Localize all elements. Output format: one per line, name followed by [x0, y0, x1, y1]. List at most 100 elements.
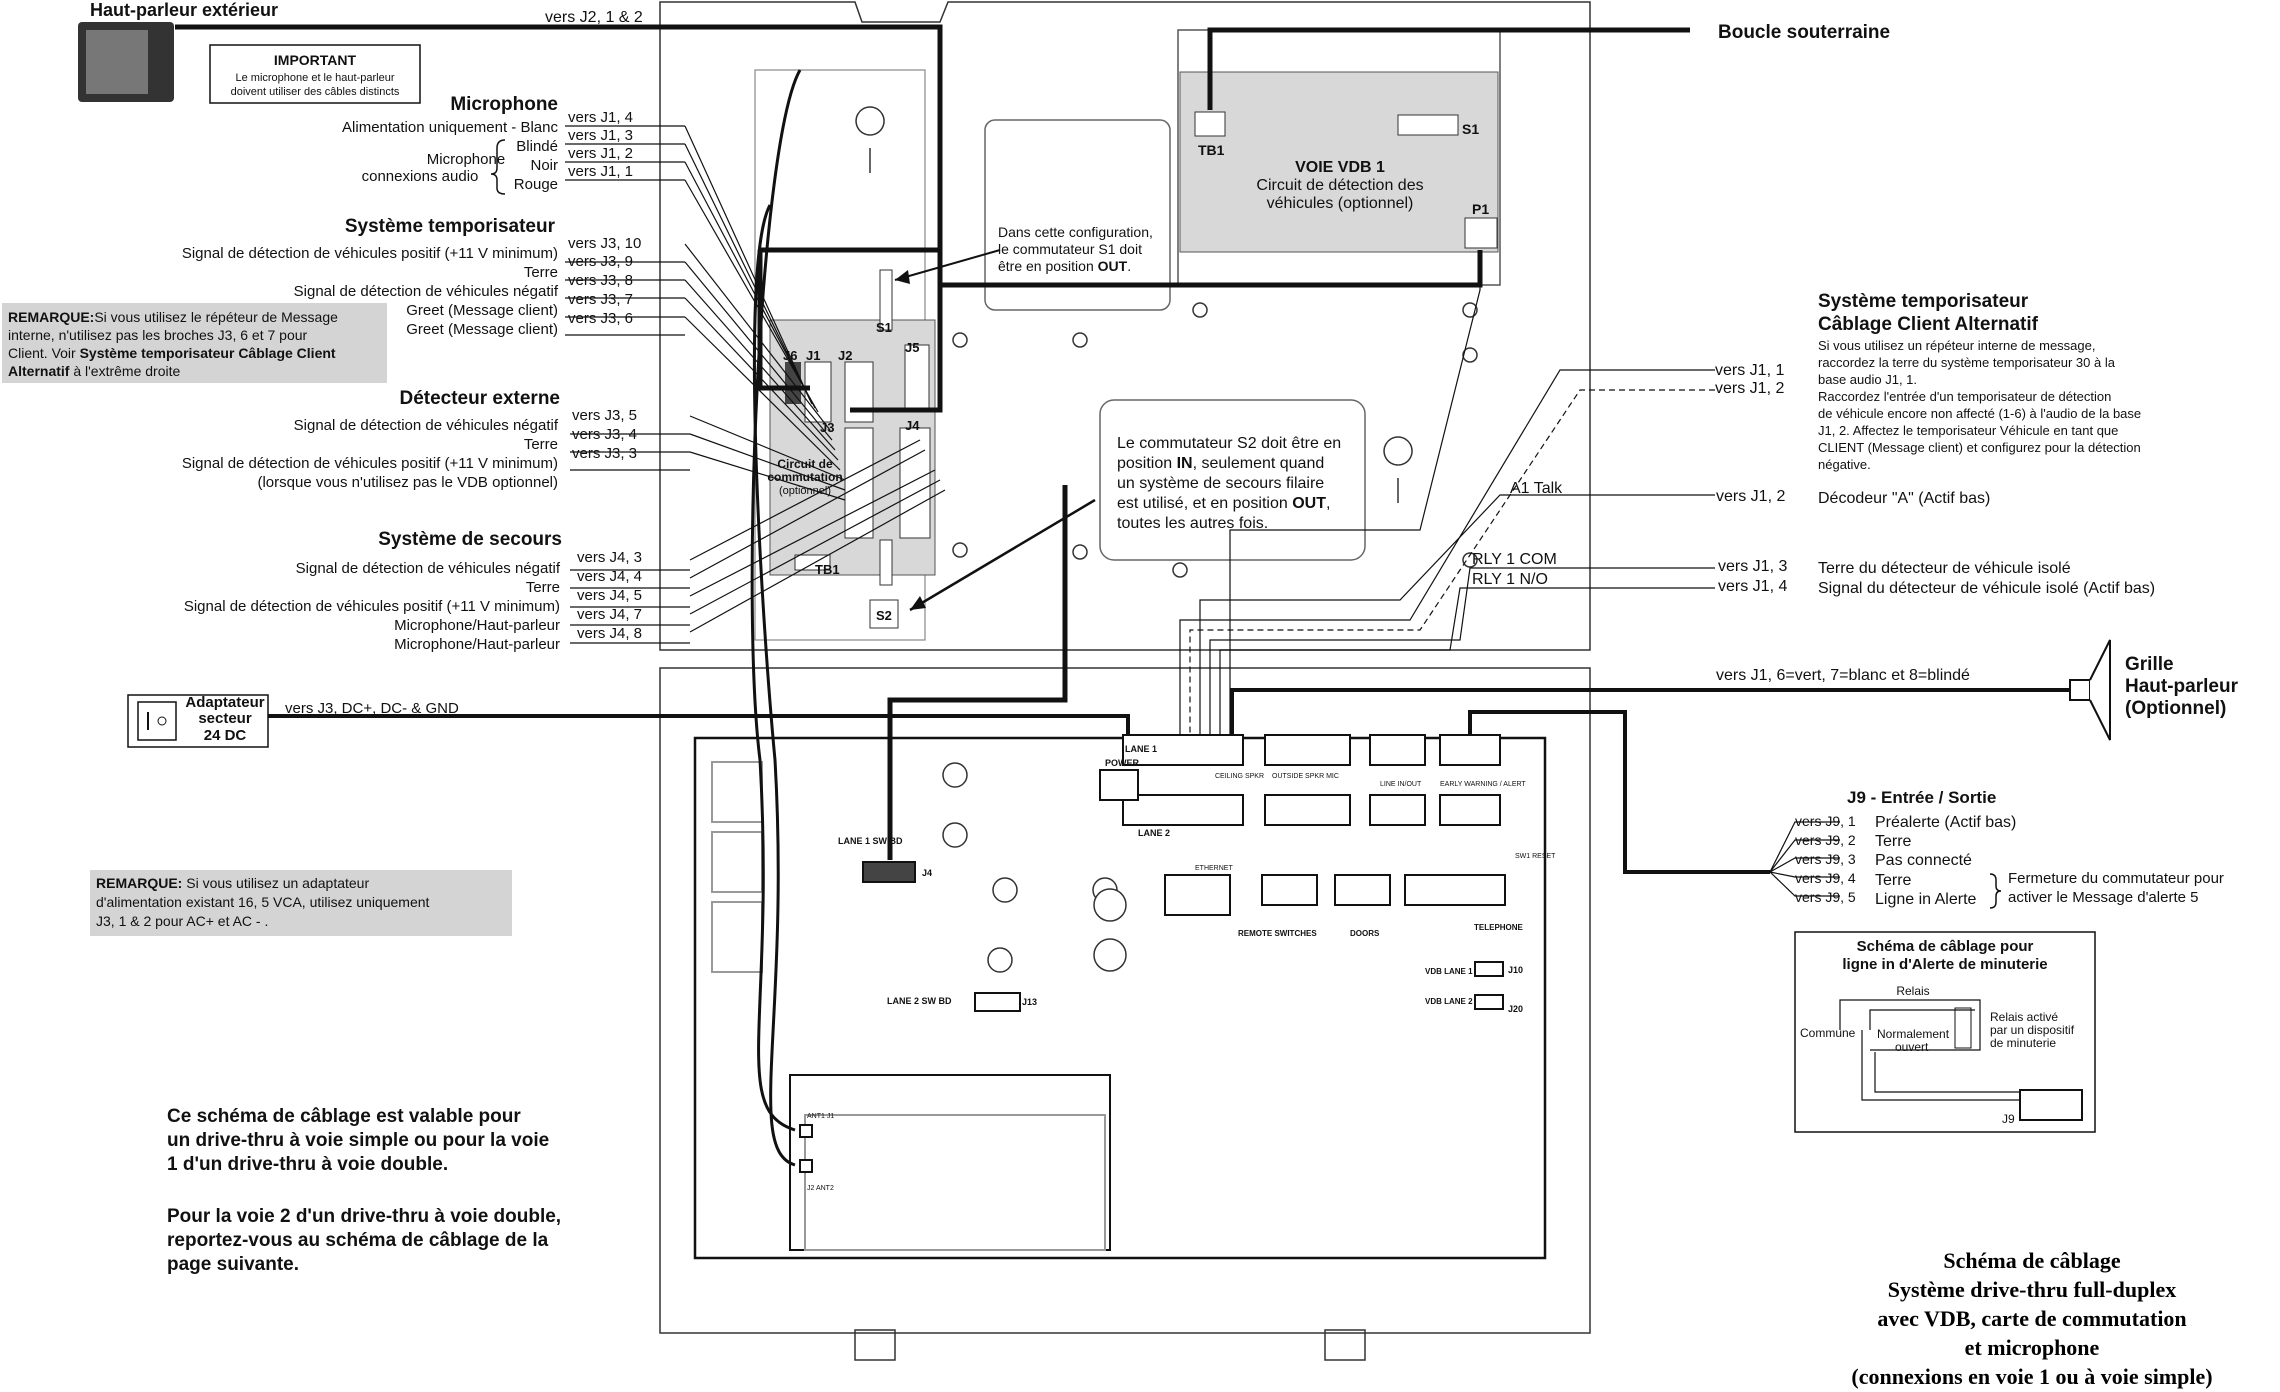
- j20-label: J20: [1508, 1004, 1523, 1014]
- ext-detector-title: Détecteur externe: [399, 388, 560, 409]
- mounting-holes: [855, 106, 1490, 973]
- j3-label: J3: [820, 420, 834, 435]
- decoder-label: Décodeur "A" (Actif bas): [1818, 490, 1990, 507]
- switch-circuit-l2: commutation: [767, 470, 842, 484]
- grille-l3: (Optionnel): [2125, 698, 2226, 719]
- alert-no2: ouvert: [1895, 1040, 1929, 1054]
- lane2-label: LANE 2: [1138, 828, 1170, 838]
- timer-row-route-3: vers J3, 7: [568, 291, 633, 308]
- j9-brace-icon: [1989, 873, 2002, 909]
- svg-text:être en position OUT.: être en position OUT.: [998, 258, 1131, 274]
- svg-text:REMARQUE:Si vous utilisez le r: REMARQUE:Si vous utilisez le répéteur de…: [8, 309, 338, 325]
- j9-brace-l1: Fermeture du commutateur pour: [2008, 870, 2224, 887]
- base-board: LANE 1 POWER LANE 2 CEILING SPKR OUTSIDE…: [711, 734, 1556, 1251]
- tb1-label: TB1: [815, 562, 840, 577]
- ext-row-label-0: Signal de détection de véhicules négatif: [294, 417, 559, 434]
- ant2-label: J2 ANT2: [807, 1185, 834, 1192]
- backup-title: Système de secours: [378, 529, 562, 550]
- note2-l1b: Si vous utilisez un adaptateur: [182, 875, 369, 891]
- footer-left-l1: Ce schéma de câblage est valable pour: [167, 1106, 521, 1127]
- callout-s2-l1: Le commutateur S2 doit être en: [1117, 435, 1341, 452]
- timer-alt-l6: J1, 2. Affectez le temporisateur Véhicul…: [1818, 423, 2118, 438]
- timer-alt-l2: raccordez la terre du système temporisat…: [1818, 355, 2116, 370]
- callout-s2-l2b: IN: [1177, 455, 1193, 472]
- j9-row-route-2: vers J9, 3: [1795, 851, 1856, 867]
- timer-alt-l5: de véhicule encore non affecté (1-6) à l…: [1818, 406, 2141, 421]
- vdb-line3: véhicules (optionnel): [1267, 195, 1414, 212]
- backup-row-route-4: vers J4, 8: [577, 625, 642, 642]
- isolated-label2: Signal du détecteur de véhicule isolé (A…: [1818, 580, 2155, 597]
- footer-left-l2: un drive-thru à voie simple ou pour la v…: [167, 1130, 549, 1151]
- timer-alt-l7: CLIENT (Message client) et configurez po…: [1818, 440, 2141, 455]
- diagram-title-block: Schéma de câblage Système drive-thru ful…: [1851, 1248, 2212, 1389]
- isolated-tag1: RLY 1 COM: [1472, 551, 1557, 568]
- timer-alt-l3: base audio J1, 1.: [1818, 372, 1917, 387]
- j1-label: J1: [806, 348, 820, 363]
- lane2sw-label: LANE 2 SW BD: [887, 996, 952, 1006]
- j9-row-route-3: vers J9, 4: [1795, 870, 1856, 886]
- mic-row-label-1: Blindé: [516, 138, 558, 155]
- timer-row-label-1: Terre: [524, 264, 558, 281]
- callout-s2-l4a: est utilisé, et en position: [1117, 495, 1292, 512]
- svg-text:REMARQUE: Si vous utilisez un: REMARQUE: Si vous utilisez un adaptateur: [96, 875, 369, 891]
- ext-row-label-2: Signal de détection de véhicules positif…: [182, 455, 558, 472]
- footer-left-l6: page suivante.: [167, 1254, 299, 1275]
- ant1-label: ANT1 J1: [807, 1113, 834, 1120]
- callout-s2-l3: un système de secours filaire: [1117, 475, 1324, 492]
- alert-no1: Normalement: [1877, 1027, 1950, 1041]
- speaker-route: vers J2, 1 & 2: [545, 9, 643, 26]
- backup-section: Système de secours Signal de détection d…: [184, 529, 642, 653]
- callout-s1-l3b: OUT: [1098, 258, 1128, 274]
- j13-label: J13: [1022, 997, 1037, 1007]
- timer-alt-l8: négative.: [1818, 457, 1871, 472]
- j2-label: J2: [838, 348, 852, 363]
- j9-row-route-0: vers J9, 1: [1795, 813, 1856, 829]
- callout-s2-l4b: OUT: [1292, 495, 1326, 512]
- footer-left-note: Ce schéma de câblage est valable pour un…: [167, 1106, 561, 1275]
- mic-brace-icon: [490, 139, 506, 195]
- speaker-icon: [2069, 679, 2091, 701]
- microphone-section: Microphone Alimentation uniquement - Bla…: [342, 94, 633, 195]
- isolated-label1: Terre du détecteur de véhicule isolé: [1818, 560, 2071, 577]
- timer-alt-title1: Système temporisateur: [1818, 291, 2029, 312]
- s2-label: S2: [876, 608, 892, 623]
- power-label: POWER: [1105, 758, 1140, 768]
- j9-row-route-4: vers J9, 5: [1795, 889, 1856, 905]
- decoder-tag: A1 Talk: [1510, 480, 1563, 497]
- callout-s1-l1: Dans cette configuration,: [998, 224, 1153, 240]
- mic-row-label-3: Rouge: [514, 176, 558, 193]
- footer-right-l4: et microphone: [1965, 1335, 2100, 1360]
- vdb-line2: Circuit de détection des: [1256, 177, 1423, 194]
- lane1sw-label: LANE 1 SW BD: [838, 836, 903, 846]
- timer-row-label-2: Signal de détection de véhicules négatif: [294, 283, 559, 300]
- alert-relais: Relais: [1896, 984, 1929, 998]
- alert-act2: par un dispositif: [1990, 1023, 2075, 1037]
- power-plug-icon: [137, 701, 177, 741]
- j9-row-route-1: vers J9, 2: [1795, 832, 1856, 848]
- adapter-line1: Adaptateur: [185, 694, 264, 711]
- timer-alt-route2: vers J1, 2: [1715, 380, 1784, 397]
- j9-brace-l2: activer le Message d'alerte 5: [2008, 889, 2198, 906]
- backup-row-label-1: Terre: [526, 579, 560, 596]
- backup-row-label-4: Microphone/Haut-parleur: [394, 636, 560, 653]
- adapter-line3: 24 DC: [204, 727, 247, 744]
- timer-row-route-1: vers J3, 9: [568, 253, 633, 270]
- alert-commune: Commune: [1800, 1026, 1856, 1040]
- note2-l1a: REMARQUE:: [96, 875, 182, 891]
- j4-base-label: J4: [922, 868, 932, 878]
- svg-text:Alternatif à l'extrême droite: Alternatif à l'extrême droite: [8, 363, 180, 379]
- j9-row-label-2: Pas connecté: [1875, 852, 1972, 869]
- footer-right-l5: (connexions en voie 1 ou à voie simple): [1851, 1364, 2212, 1389]
- external-detector-section: Détecteur externe Signal de détection de…: [182, 388, 637, 491]
- isolated-detector-rows: RLY 1 COM RLY 1 N/O vers J1, 3 vers J1, …: [1472, 551, 2155, 597]
- linein-label: LINE IN/OUT: [1380, 781, 1422, 788]
- mic-group-line1: Microphone: [427, 151, 505, 168]
- loop-title: Boucle souterraine: [1718, 22, 1890, 43]
- microphone-title: Microphone: [450, 94, 558, 115]
- backup-row-route-2: vers J4, 5: [577, 587, 642, 604]
- timer-section: Système temporisateur Signal de détectio…: [182, 216, 642, 338]
- backup-row-route-3: vers J4, 7: [577, 606, 642, 623]
- decoder-route: vers J1, 2: [1716, 488, 1785, 505]
- arrowheads: [895, 270, 926, 610]
